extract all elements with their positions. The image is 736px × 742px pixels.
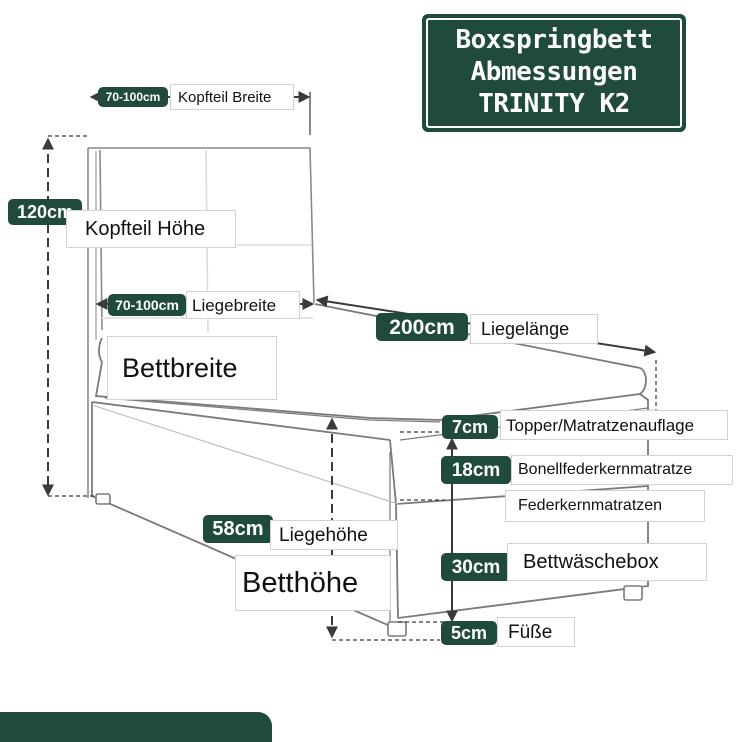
title-line-2: Abmessungen	[470, 57, 638, 88]
mattress-value: 18cm	[441, 456, 511, 484]
headboard-width-value: 70-100cm	[98, 87, 168, 107]
topper-value: 7cm	[442, 415, 498, 439]
bed-feet	[95, 493, 643, 637]
storage-box-label: Bettwäschebox	[507, 543, 707, 581]
lying-height-value: 58cm	[203, 515, 273, 543]
mattress-label-2: Federkernmatratzen	[505, 490, 705, 522]
bed-height-label: Betthöhe	[235, 555, 391, 611]
lying-length-value: 200cm	[376, 313, 468, 341]
lying-width-label: Liegebreite	[186, 291, 300, 319]
storage-box-value: 30cm	[441, 553, 511, 581]
feet-label: Füße	[497, 617, 575, 647]
title-banner: Boxspringbett Abmessungen TRINITY K2	[422, 14, 686, 132]
lying-length-label: Liegelänge	[470, 314, 598, 344]
topper-mattress	[94, 303, 647, 423]
title-frame: Boxspringbett Abmessungen TRINITY K2	[426, 18, 682, 128]
lying-height-label: Liegehöhe	[270, 520, 398, 550]
feet-value: 5cm	[441, 621, 497, 645]
bottom-accent-bar	[0, 712, 272, 742]
headboard-width-label: Kopfteil Breite	[170, 84, 294, 110]
mattress-label: Bonellfederkernmatratze	[511, 455, 733, 485]
title-line-1: Boxspringbett	[455, 25, 654, 56]
bed-width-label: Bettbreite	[107, 336, 277, 400]
headboard	[87, 147, 315, 498]
lying-width-value: 70-100cm	[108, 294, 186, 316]
topper-label: Topper/Matratzenauflage	[500, 410, 728, 440]
headboard-height-label: Kopfteil Höhe	[66, 210, 236, 248]
title-line-3: TRINITY K2	[478, 88, 630, 119]
